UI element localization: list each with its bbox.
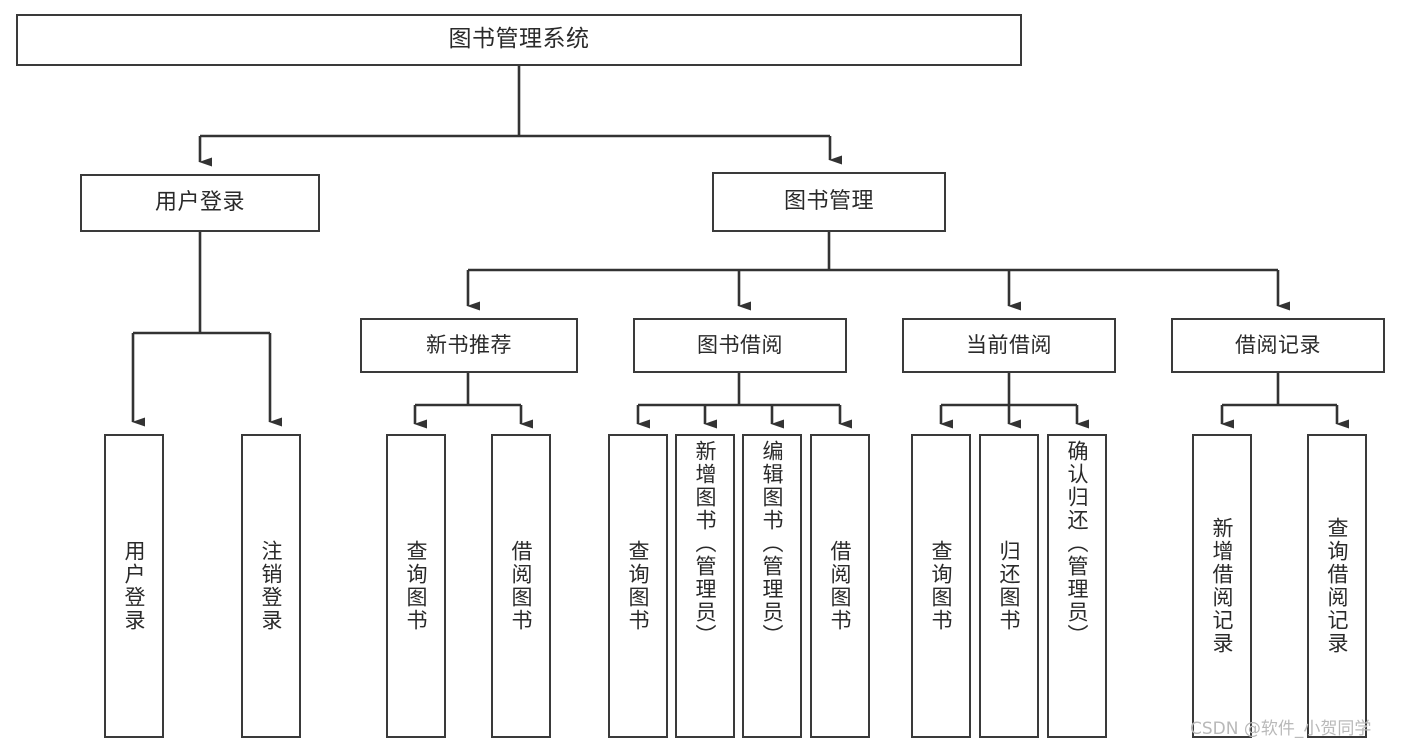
node-book-borrow[interactable]: 图书借阅 [633,318,847,373]
node-leaf-newbook-query-book-label: 查询图书 [404,540,429,632]
node-book-management[interactable]: 图书管理 [712,172,946,232]
node-user-login-label: 用户登录 [154,190,245,216]
node-leaf-borrow-query-book-label: 查询图书 [626,540,651,632]
node-book-borrow-label: 图书借阅 [697,333,783,358]
node-leaf-current-return-book-label: 归还图书 [997,540,1022,632]
node-new-book-recommend[interactable]: 新书推荐 [360,318,578,373]
node-book-management-label: 图书管理 [783,189,874,215]
node-leaf-current-query-book-label: 查询图书 [929,540,954,632]
node-leaf-current-confirm-return-admin-label: 确认归还（管理员） [1065,440,1090,647]
csdn-watermark: CSDN @软件_小贺同学 [1190,719,1372,739]
node-user-login[interactable]: 用户登录 [80,174,320,232]
node-leaf-newbook-borrow-book[interactable]: 借阅图书 [491,434,551,738]
node-borrow-record-label: 借阅记录 [1235,333,1321,358]
node-leaf-newbook-query-book[interactable]: 查询图书 [386,434,446,738]
node-leaf-current-return-book[interactable]: 归还图书 [979,434,1039,738]
node-leaf-user-login-label: 用户登录 [122,540,147,632]
node-leaf-borrow-lend-book[interactable]: 借阅图书 [810,434,870,738]
node-leaf-user-login[interactable]: 用户登录 [104,434,164,738]
node-new-book-recommend-label: 新书推荐 [426,333,512,358]
node-leaf-record-query-borrow-record-label: 查询借阅记录 [1325,517,1350,655]
node-leaf-record-add-borrow-record-label: 新增借阅记录 [1210,517,1235,655]
node-leaf-user-logout[interactable]: 注销登录 [241,434,301,738]
node-leaf-borrow-lend-book-label: 借阅图书 [828,540,853,632]
node-leaf-borrow-query-book[interactable]: 查询图书 [608,434,668,738]
node-borrow-record[interactable]: 借阅记录 [1171,318,1385,373]
node-current-borrow-label: 当前借阅 [966,333,1052,358]
node-root-label: 图书管理系统 [448,26,590,53]
node-current-borrow[interactable]: 当前借阅 [902,318,1116,373]
node-leaf-current-confirm-return-admin[interactable]: 确认归还（管理员） [1047,434,1107,738]
node-leaf-borrow-edit-book-admin[interactable]: 编辑图书（管理员） [742,434,802,738]
node-root-book-management-system[interactable]: 图书管理系统 [16,14,1022,66]
node-leaf-borrow-edit-book-admin-label: 编辑图书（管理员） [760,440,785,647]
node-leaf-newbook-borrow-book-label: 借阅图书 [509,540,534,632]
node-leaf-borrow-add-book-admin[interactable]: 新增图书（管理员） [675,434,735,738]
node-leaf-borrow-add-book-admin-label: 新增图书（管理员） [693,440,718,647]
node-leaf-record-add-borrow-record[interactable]: 新增借阅记录 [1192,434,1252,738]
node-leaf-user-logout-label: 注销登录 [259,540,284,632]
node-leaf-record-query-borrow-record[interactable]: 查询借阅记录 [1307,434,1367,738]
node-leaf-current-query-book[interactable]: 查询图书 [911,434,971,738]
